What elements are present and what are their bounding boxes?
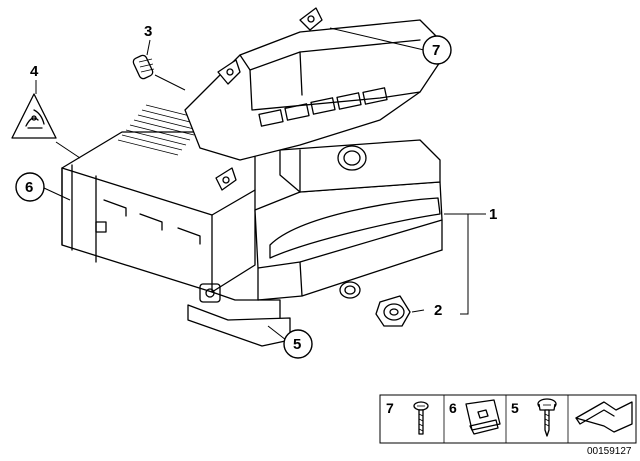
legend-item-7: 7: [386, 400, 429, 435]
svg-text:3: 3: [144, 23, 152, 40]
svg-text:5: 5: [511, 400, 519, 416]
svg-text:7: 7: [432, 42, 440, 59]
screw-icon: [413, 401, 429, 435]
callout-1: 1: [489, 206, 497, 223]
fastener-legend: 7 6 5: [379, 394, 637, 444]
knob-part-drawing: [375, 295, 411, 327]
legend-item-5: 5: [511, 398, 557, 437]
screw-icon: [537, 398, 557, 437]
leader-lines: [35, 27, 486, 341]
callout-5: 5: [283, 329, 313, 359]
svg-text:1: 1: [489, 206, 497, 223]
svg-text:2: 2: [434, 302, 442, 319]
svg-text:4: 4: [30, 63, 39, 80]
callout-6: 6: [15, 172, 45, 202]
clip-nut-icon: [465, 399, 501, 435]
return-arrow-icon: [575, 401, 633, 433]
svg-text:6: 6: [25, 179, 33, 196]
svg-text:5: 5: [293, 336, 301, 353]
adapter-part-drawing: [132, 54, 155, 80]
callout-3: 3: [144, 23, 152, 40]
callout-2: 2: [434, 302, 442, 319]
legend-item-6: 6: [449, 399, 501, 435]
svg-text:6: 6: [449, 400, 457, 416]
radio-unit-drawing: [61, 7, 443, 347]
warning-label-icon: [11, 93, 57, 139]
callout-4: 4: [30, 63, 39, 80]
callout-7: 7: [422, 35, 452, 65]
svg-text:7: 7: [386, 400, 394, 416]
document-number: 00159127: [587, 446, 632, 456]
button-row: [258, 87, 388, 127]
